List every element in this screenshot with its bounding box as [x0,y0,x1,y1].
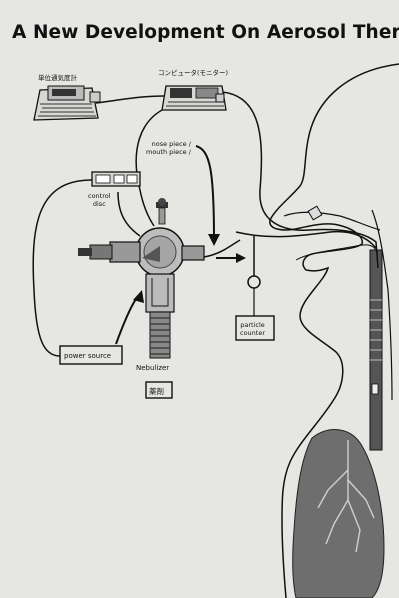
nasal-cavity-line [284,212,380,230]
control-disc-label: control disc [88,192,111,208]
cable-control-power [33,180,92,356]
flow-meter-device [34,86,100,120]
lung-shape [293,430,384,598]
nose-tube [236,232,376,248]
computer-monitor-device [162,86,226,110]
arrow-down-into-nebulizer [114,196,134,236]
particle-sensor [248,276,260,288]
flow-meter-label: 単位通気度計 [38,72,77,82]
tongue-line [296,245,376,260]
nebulizer-label: Nebulizer [136,364,169,372]
control-disc-line-2: disc [88,200,111,208]
cable-computer-head [222,92,378,268]
drug-label: 薬剤 [149,386,164,397]
arrow-power-up [116,296,138,344]
particle-counter-line-2: counter [240,329,265,337]
particle-counter-label: particle counter [240,321,265,337]
nebulizer-device [78,198,204,358]
control-disc-line-1: control [88,192,111,200]
mouth-piece-line: mouth piece / [146,148,191,156]
probe-tip [372,384,378,394]
poster-title: A New Development On Aerosol Therapy [12,22,399,43]
arrow-to-head-head [236,253,246,263]
nose-piece-label: nose piece / mouth piece / [146,140,191,156]
nose-piece-line: nose piece / [146,140,191,148]
nose-probe [308,206,322,220]
particle-counter-line-1: particle [240,321,265,329]
cable-control-nebulizer [118,192,140,236]
power-source-label: power source [64,352,111,360]
computer-monitor-label: コンピュータ(モニター) [158,67,228,77]
control-disc-device [92,172,140,186]
arrow-nose-piece [196,146,214,240]
arrow-nose-piece-head [208,234,220,246]
cable-flowmeter-computer [96,96,164,103]
